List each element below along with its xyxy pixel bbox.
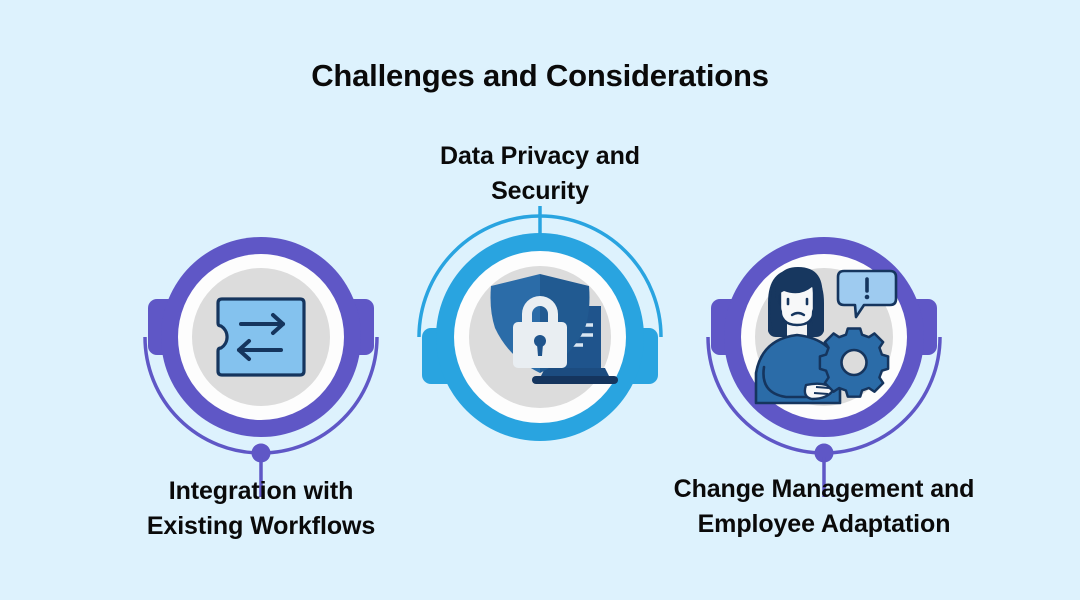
shield-lock-laptop-icon: [490, 274, 618, 384]
node-integration-graphic: [143, 237, 379, 497]
node-change[interactable]: [694, 207, 954, 497]
page-title: Challenges and Considerations: [311, 58, 769, 93]
node-integration-label: Integration with Existing Workflows: [146, 477, 376, 540]
puzzle-exchange-icon: [216, 297, 306, 377]
node-change-label: Change Management and Employee Adaptatio…: [673, 475, 975, 538]
connector-dot: [814, 443, 834, 463]
node-privacy-label: Data Privacy and Security: [440, 142, 640, 205]
person-gear-alert-icon: [754, 267, 898, 405]
node-integration[interactable]: [131, 207, 391, 497]
node-privacy[interactable]: [405, 198, 675, 488]
connector-dot: [251, 443, 271, 463]
node-change-graphic: [706, 237, 942, 497]
node-privacy-graphic: [417, 206, 663, 441]
